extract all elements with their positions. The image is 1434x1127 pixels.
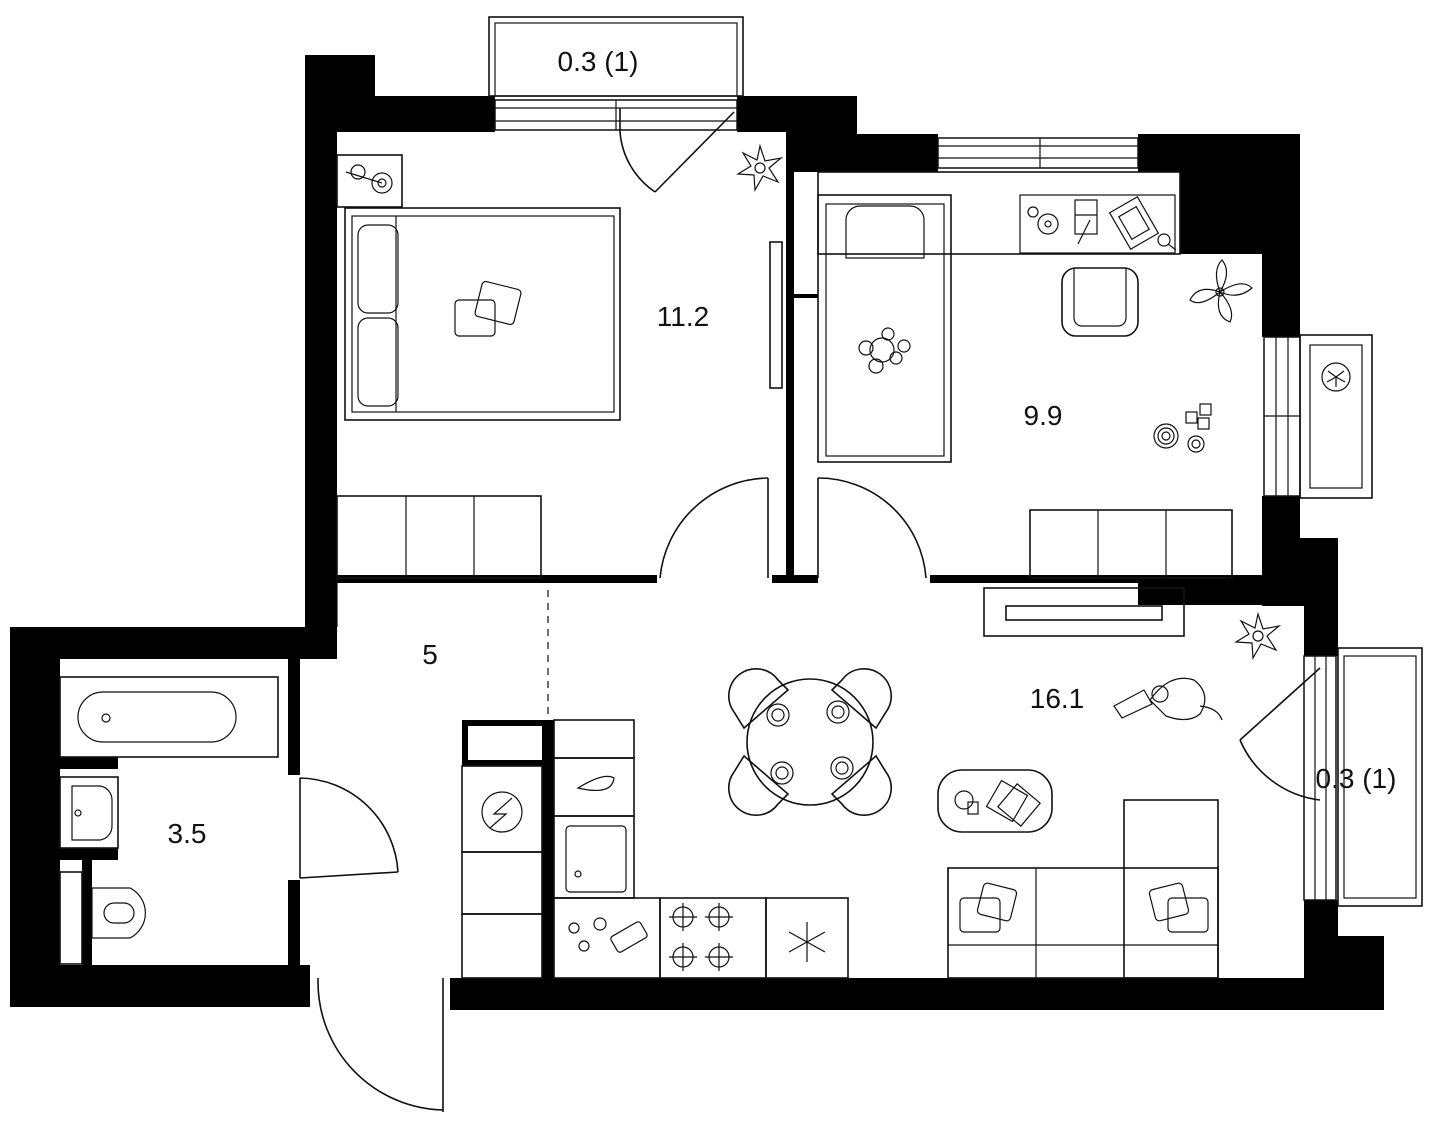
area-label-hall: 5 (422, 639, 438, 670)
balconies (488, 16, 1423, 907)
windows (494, 99, 1337, 901)
area-label-balcony-top: 0.3 (1) (557, 46, 639, 77)
area-label-bedroom: 11.2 (656, 301, 710, 332)
childroom-furniture (817, 171, 1253, 579)
area-label-childroom: 9.9 (1023, 400, 1063, 431)
area-label-living: 16.1 (1029, 683, 1085, 714)
living-furniture (727, 587, 1282, 979)
bedroom-furniture (336, 143, 784, 579)
walls (10, 55, 1384, 1010)
doors (299, 108, 1321, 1112)
kitchen-furniture (461, 719, 849, 979)
bathroom-furniture (59, 676, 279, 965)
area-label-balcony-right: 0.3 (1) (1315, 763, 1397, 794)
area-label-bathroom: 3.5 (167, 818, 207, 849)
